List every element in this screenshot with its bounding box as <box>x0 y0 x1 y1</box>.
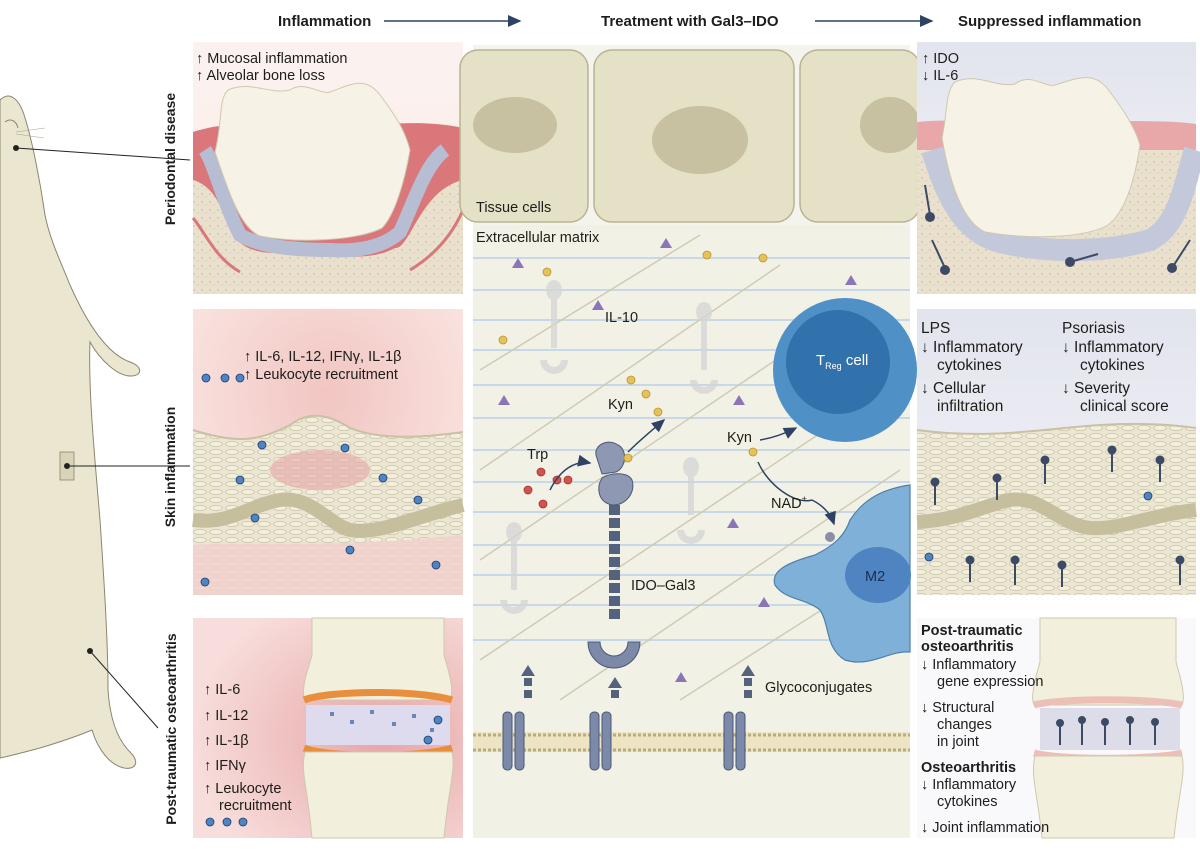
m2-label: M2 <box>865 569 886 585</box>
oa-right-title-3: Osteoarthritis <box>921 760 1017 776</box>
skin-healthy-panel <box>916 309 1197 595</box>
oa-inflamed-item-3: ↑ IL-1β <box>204 733 249 749</box>
ido-gal3-label: IDO–Gal3 <box>631 578 696 594</box>
oa-inflamed-item-1: ↑ IL-6 <box>204 682 241 698</box>
oa-inflamed-panel <box>193 617 463 839</box>
skin-lps-title: LPS <box>921 320 951 337</box>
glycoconjugates-label: Glycoconjugates <box>765 680 873 696</box>
row-label-osteoarthritis: Post-traumatic osteoarthritis <box>163 633 179 825</box>
row-label-periodontal: Periodontal disease <box>162 92 178 226</box>
periodontal-inflamed-line1: ↑ Mucosal inflammation <box>196 51 348 67</box>
skin-psoriasis-1: ↓ Inflammatory <box>1062 339 1164 356</box>
header-suppressed: Suppressed inflammation <box>958 13 1142 30</box>
header-treatment: Treatment with Gal3–IDO <box>601 13 779 30</box>
tissue-cells-label: Tissue cells <box>476 200 552 216</box>
kyn-label-1: Kyn <box>608 397 633 413</box>
oa-inflamed-item-6: recruitment <box>219 798 292 814</box>
oa-healthy-panel <box>917 617 1196 839</box>
header-inflammation: Inflammation <box>278 13 372 30</box>
il10-label: IL-10 <box>605 310 639 326</box>
center-panel <box>459 45 921 838</box>
skin-inflamed-panel <box>192 309 465 595</box>
skin-psoriasis-title: Psoriasis <box>1062 320 1125 337</box>
oa-right-line-2: gene expression <box>937 674 1044 690</box>
skin-lps-1: ↓ Inflammatory <box>921 339 1023 356</box>
skin-inflamed-line1: ↑ IL-6, IL-12, IFNγ, IL-1β <box>244 349 402 365</box>
oa-inflamed-item-4: ↑ IFNγ <box>204 758 246 774</box>
oa-right-line-1: ↓ Inflammatory <box>921 657 1017 673</box>
oa-right-title-1: Post-traumatic <box>921 623 1023 639</box>
mouse-illustration <box>0 95 191 769</box>
ecm-label: Extracellular matrix <box>476 230 600 246</box>
periodontal-healthy-panel <box>917 42 1200 294</box>
oa-right-line-5: in joint <box>937 734 979 750</box>
oa-right-line-8: ↓ Joint inflammation <box>921 820 1050 836</box>
skin-psoriasis-2: cytokines <box>1080 357 1145 374</box>
trp-label: Trp <box>527 447 549 463</box>
nad-label: NAD+ <box>771 494 807 512</box>
oa-inflamed-item-5: ↑ Leukocyte <box>204 781 282 797</box>
periodontal-inflamed-line2: ↑ Alveolar bone loss <box>196 68 325 84</box>
skin-lps-2: cytokines <box>937 357 1002 374</box>
periodontal-inflamed-panel <box>191 42 465 294</box>
oa-right-line-7: cytokines <box>937 794 998 810</box>
skin-lps-4: infiltration <box>937 398 1004 415</box>
skin-psoriasis-3: ↓ Severity <box>1062 380 1131 397</box>
oa-right-title-2: osteoarthritis <box>921 639 1014 655</box>
treg-label: TReg cell <box>816 352 869 371</box>
skin-inflamed-line2: ↑ Leukocyte recruitment <box>244 367 398 383</box>
periodontal-healthy-line1: ↑ IDO <box>922 51 960 67</box>
oa-right-line-3: ↓ Structural <box>921 700 995 716</box>
skin-psoriasis-4: clinical score <box>1080 398 1169 415</box>
kyn-label-2: Kyn <box>727 430 752 446</box>
oa-inflamed-item-2: ↑ IL-12 <box>204 708 249 724</box>
periodontal-healthy-line2: ↓ IL-6 <box>922 68 959 84</box>
oa-right-line-4: changes <box>937 717 992 733</box>
oa-right-line-6: ↓ Inflammatory <box>921 777 1017 793</box>
row-label-skin: Skin inflammation <box>162 406 178 528</box>
skin-lps-3: ↓ Cellular <box>921 380 986 397</box>
